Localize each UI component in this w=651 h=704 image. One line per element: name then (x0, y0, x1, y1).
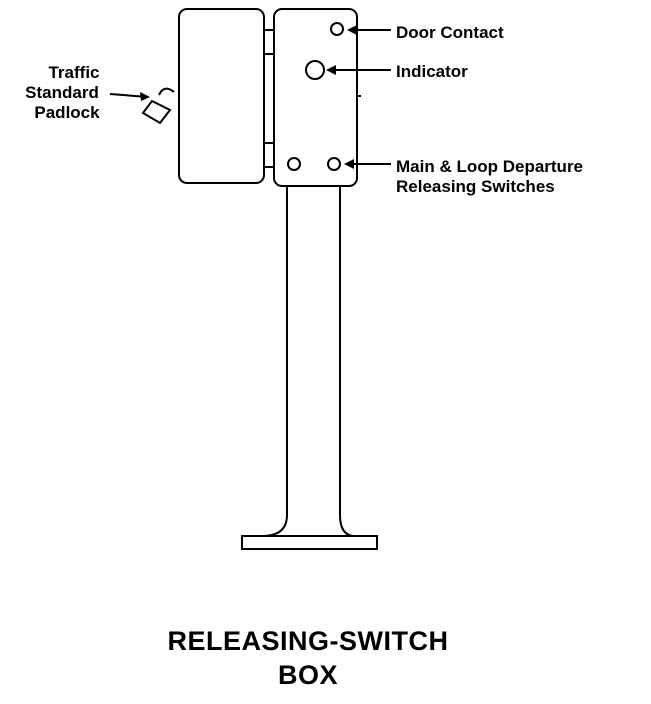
title-line2: BOX (278, 660, 338, 690)
indicator-icon (305, 60, 325, 80)
switch-main-icon (287, 157, 301, 171)
pedestal (241, 186, 378, 550)
label-padlock-line1: Traffic (48, 63, 99, 82)
label-switches-line1: Main & Loop Departure (396, 157, 583, 176)
switch-loop-icon (327, 157, 341, 171)
title-line1: RELEASING-SWITCH (168, 626, 449, 656)
base-plate (241, 535, 378, 550)
door-panel (178, 8, 265, 184)
label-padlock-line2: Standard (25, 83, 99, 102)
padlock-icon (141, 87, 175, 125)
switch-box-body (273, 8, 358, 187)
label-door-contact: Door Contact (396, 23, 504, 42)
callout-arrows (109, 25, 391, 169)
door-contact-icon (330, 22, 344, 36)
label-switches-line2: Releasing Switches (396, 177, 555, 196)
label-indicator: Indicator (396, 62, 468, 81)
label-padlock-line3: Padlock (34, 103, 100, 122)
